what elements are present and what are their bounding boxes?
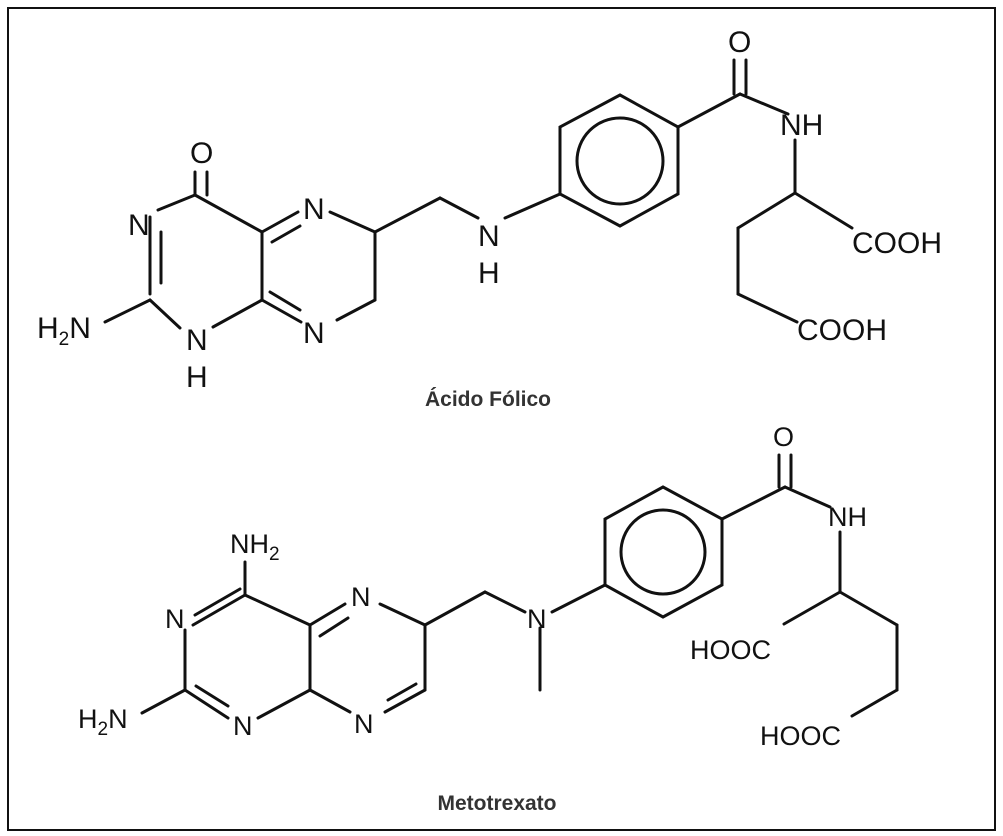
bond [148, 298, 182, 330]
aromatic-circle [575, 116, 665, 206]
bond [260, 210, 300, 234]
atom-ring-nitrogen-bottom: N [233, 711, 253, 741]
methotrexate-structure: NH2 N N N N N O NH HOOC HOOC H2N Metotre… [78, 422, 899, 815]
atom-pyrazine-nitrogen-top: N [303, 193, 325, 226]
bond [736, 292, 799, 324]
bond [738, 92, 790, 116]
atom-amide-nh: NH [828, 502, 867, 532]
atom-methyl-nitrogen: N [527, 604, 547, 634]
bond [270, 224, 302, 244]
bond [438, 196, 480, 220]
bond [782, 590, 842, 626]
bond [308, 688, 352, 714]
bond [483, 590, 527, 614]
bond [793, 191, 854, 230]
atom-bridge-nitrogen: N [478, 220, 500, 253]
atom-ring-nh-hydrogen: H [186, 361, 208, 394]
atom-ring-nitrogen-left: N [165, 604, 185, 634]
bond [335, 298, 377, 322]
atom-amide-oxygen: O [773, 422, 794, 452]
atom-amino-group-top: NH2 [230, 529, 280, 565]
folic-acid-caption: Ácido Fólico [425, 388, 551, 411]
bond [193, 193, 264, 234]
bond [720, 485, 787, 521]
bond [783, 485, 832, 509]
bond [308, 602, 347, 627]
bond [193, 587, 242, 617]
bond [318, 616, 350, 638]
bond [386, 682, 418, 702]
atom-cooh-2: COOH [797, 314, 887, 347]
atom-pyrazine-nitrogen-bottom: N [354, 709, 374, 739]
bond [103, 298, 152, 324]
bond [550, 583, 607, 614]
bond [850, 688, 899, 718]
bond [503, 192, 562, 220]
bond [736, 191, 797, 230]
bond [373, 196, 442, 234]
atom-pyrazine-nitrogen-top: N [351, 582, 371, 612]
atom-hooc-1: HOOC [690, 635, 771, 665]
atom-amino-group: H2N [37, 312, 91, 350]
aromatic-circle [619, 508, 707, 596]
bond [676, 92, 742, 129]
bond [260, 298, 303, 324]
bond [191, 593, 247, 627]
bond [383, 688, 427, 714]
atom-ring-nitrogen: N [128, 209, 150, 242]
bond [156, 193, 197, 212]
atom-amide-nh: NH [780, 109, 823, 142]
bond [256, 688, 312, 720]
atom-amino-group-left: H2N [78, 704, 128, 740]
bond [268, 290, 302, 312]
atom-amide-oxygen: O [728, 26, 751, 59]
bond [838, 590, 899, 627]
bond [378, 602, 427, 627]
folic-acid-structure: O N N N N H N H O NH COOH COOH H2N Ácido… [37, 26, 942, 411]
figure-frame [7, 7, 996, 831]
atom-pyrazine-nitrogen-bottom: N [303, 317, 325, 350]
bond [243, 593, 312, 627]
atom-cooh-1: COOH [852, 227, 942, 260]
atom-ring-nh-nitrogen: N [186, 324, 208, 357]
bond [140, 688, 187, 715]
atom-bridge-hydrogen: H [478, 257, 500, 290]
bond [194, 684, 230, 708]
atom-hooc-2: HOOC [760, 721, 841, 751]
bond [328, 210, 377, 234]
bond [423, 590, 487, 627]
bond [211, 298, 264, 329]
bond [183, 688, 230, 720]
methotrexate-caption: Metotrexato [437, 792, 556, 815]
atom-ketone-oxygen: O [190, 137, 213, 170]
